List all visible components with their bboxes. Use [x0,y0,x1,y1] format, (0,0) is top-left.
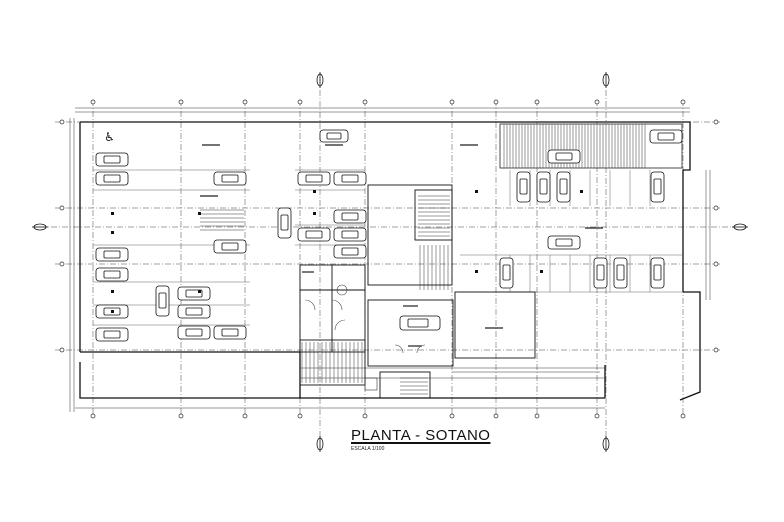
drawing-title: PLANTA - SOTANO [351,427,491,444]
parked-cars [95,129,683,342]
column-marks [111,190,583,313]
stair-patterns [200,195,450,395]
section-markers [32,72,748,452]
parking-stripes-right [460,170,683,293]
outer-walls [79,121,701,401]
doors [304,284,426,354]
core-rooms [299,184,536,399]
dimension-lines [69,107,711,412]
room-labels [200,144,603,347]
lower-strip [300,367,605,391]
scale-note: ESCALA 1/100 [351,446,385,452]
axis-bubbles [59,99,719,419]
accessible-parking-icon: ♿ [104,130,115,144]
